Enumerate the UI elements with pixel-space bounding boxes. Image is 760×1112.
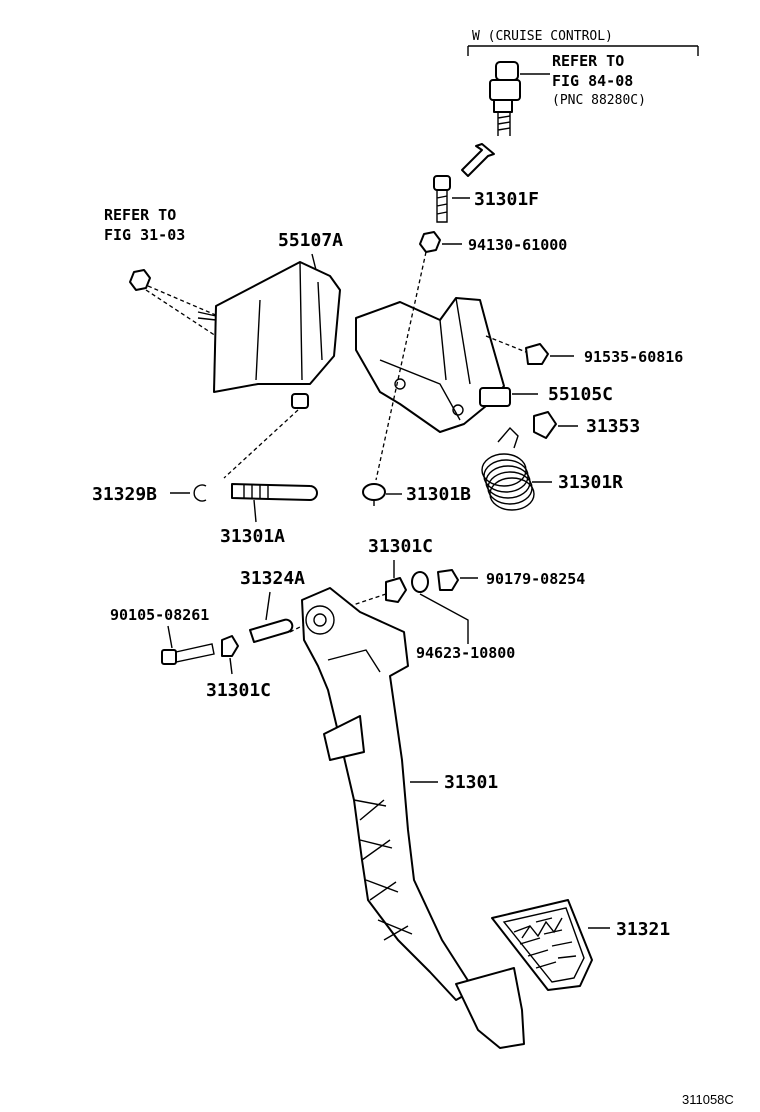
cruise-control-header: W (CRUISE CONTROL) REFER TO FIG 84-08 (P… (467, 29, 699, 108)
label-31301: 31301 (444, 772, 498, 793)
clip-31353: 31353 (533, 411, 640, 439)
figure-id: 311058C (682, 1092, 734, 1107)
label-55107A: 55107A (278, 230, 343, 251)
left-refer-line1: REFER TO (104, 206, 176, 224)
label-31301B: 31301B (406, 484, 471, 505)
cushion-31301B: 31301B (362, 483, 471, 506)
label-31301A: 31301A (220, 526, 285, 547)
pedal-arm-31301: 31301 (301, 587, 525, 1049)
label-31301R: 31301R (558, 472, 623, 493)
nut-90179: 90179-08254 (411, 569, 585, 593)
label-31321: 31321 (616, 919, 670, 940)
variant-label: W (CRUISE CONTROL) (472, 29, 613, 44)
label-31324A: 31324A (240, 568, 305, 589)
label-31301C-bottom: 31301C (206, 680, 271, 701)
bushing-31301C-top: 31301C (368, 536, 433, 603)
clip-31329B: 31329B (92, 484, 207, 505)
spring-pin-31301A: 31301A (220, 483, 318, 547)
nut-94130: 94130-61000 (419, 231, 567, 254)
spring-31301R: 31301R (481, 426, 623, 511)
cruise-refer-line2: FIG 84-08 (552, 72, 633, 90)
label-31301C-top: 31301C (368, 536, 433, 557)
bolt-31301F: 31301F (433, 175, 539, 223)
label-55105C: 55105C (548, 384, 613, 405)
pedal-pad-31321: 31321 (491, 899, 670, 991)
label-90179-08254: 90179-08254 (486, 570, 585, 588)
left-refer-line2: FIG 31-03 (104, 226, 185, 244)
direction-arrow (461, 143, 495, 177)
label-31329B: 31329B (92, 484, 157, 505)
label-91535-60816: 91535-60816 (584, 348, 683, 366)
left-nut (129, 269, 151, 291)
label-90105-08261: 90105-08261 (110, 606, 209, 624)
bracket-55107A: 55107A (197, 230, 343, 409)
cruise-refer-line1: REFER TO (552, 52, 624, 70)
bolt-90105: 90105-08261 (110, 606, 239, 665)
bracket-55105C: 55105C (355, 297, 613, 433)
cruise-refer-line3: (PNC 88280C) (552, 93, 646, 108)
label-94623-10800: 94623-10800 (416, 644, 515, 662)
label-31353: 31353 (586, 416, 640, 437)
label-94130-61000: 94130-61000 (468, 236, 567, 254)
label-31301F: 31301F (474, 189, 539, 210)
bolt-91535: 91535-60816 (525, 343, 683, 366)
collar-31324A: 31324A (240, 568, 305, 643)
stop-lamp-switch (489, 61, 550, 136)
